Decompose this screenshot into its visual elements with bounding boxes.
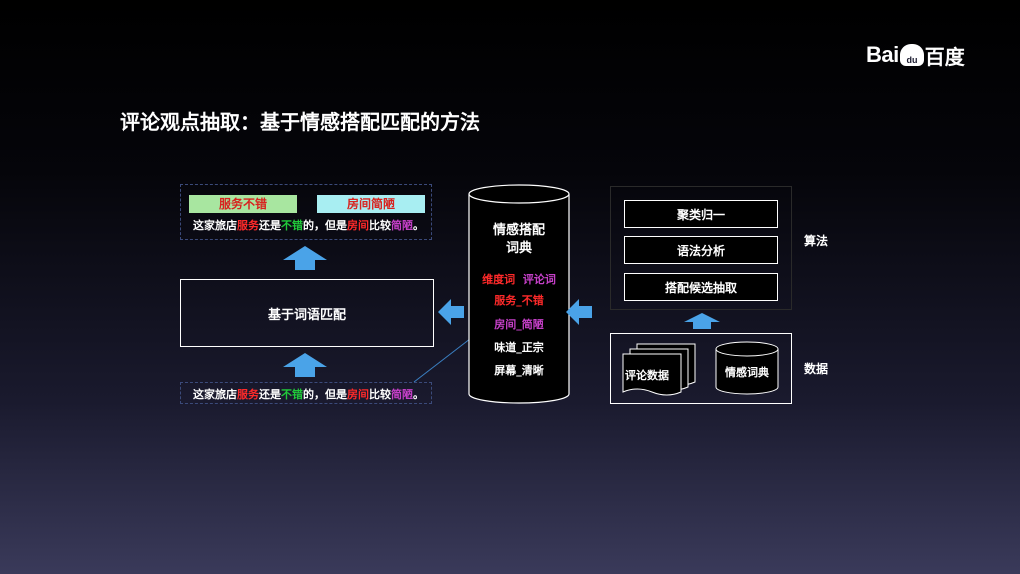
- dictionary-header: 维度词 评论词: [482, 273, 556, 286]
- sentiment-dict-label: 情感词典: [725, 366, 769, 379]
- tag-service-good: 服务不错: [189, 195, 297, 213]
- arrow-up-icon: [684, 313, 720, 329]
- arrow-left-icon: [438, 299, 464, 325]
- data-label: 数据: [804, 362, 829, 376]
- algorithm-box: 聚类归一 语法分析 搭配候选抽取: [610, 186, 792, 310]
- word-match-label: 基于词语匹配: [267, 307, 346, 323]
- input-box: 这家旅店服务还是不错的，但是房间比较简陋。: [180, 382, 432, 404]
- algo-syntax-analysis: 语法分析: [624, 236, 778, 264]
- page-title: 评论观点抽取：基于情感搭配匹配的方法: [120, 110, 480, 134]
- data-box: 评论数据 情感词典: [610, 333, 792, 404]
- algo-candidate-extraction: 搭配候选抽取: [624, 273, 778, 301]
- arrow-left-icon: [566, 299, 592, 325]
- dictionary-title-2: 词典: [505, 241, 532, 256]
- dictionary-entry: 房间_简陋: [494, 318, 544, 331]
- algo-clustering: 聚类归一: [624, 200, 778, 228]
- dictionary-title-1: 情感搭配: [492, 223, 545, 238]
- tag-room-simple: 房间简陋: [317, 195, 425, 213]
- dictionary-entry: 味道_正宗: [494, 341, 544, 354]
- input-sentence: 这家旅店服务还是不错的，但是房间比较简陋。: [193, 388, 424, 401]
- dictionary-entry: 屏幕_清晰: [494, 364, 544, 377]
- dictionary-cylinder: [468, 184, 570, 404]
- logo-cn: 百度: [924, 46, 965, 69]
- documents-icon: [622, 343, 696, 396]
- arrow-up-icon: [283, 246, 327, 270]
- arrow-up-icon: [283, 353, 327, 377]
- word-match-box: 基于词语匹配: [180, 279, 434, 347]
- logo-bai: Bai: [866, 42, 899, 67]
- paw-icon: du: [899, 44, 924, 66]
- algorithm-label: 算法: [804, 234, 829, 248]
- paw-icon-svg: du: [902, 45, 922, 66]
- output-box: 服务不错 房间简陋 这家旅店服务还是不错的，但是房间比较简陋。: [180, 184, 432, 240]
- svg-text:du: du: [906, 55, 917, 65]
- baidu-logo: Bai du 百度: [866, 38, 965, 72]
- dictionary-entry: 服务_不错: [494, 294, 544, 307]
- review-data-label: 评论数据: [625, 369, 669, 382]
- output-sentence: 这家旅店服务还是不错的，但是房间比较简陋。: [193, 219, 424, 232]
- database-icon: [715, 341, 779, 395]
